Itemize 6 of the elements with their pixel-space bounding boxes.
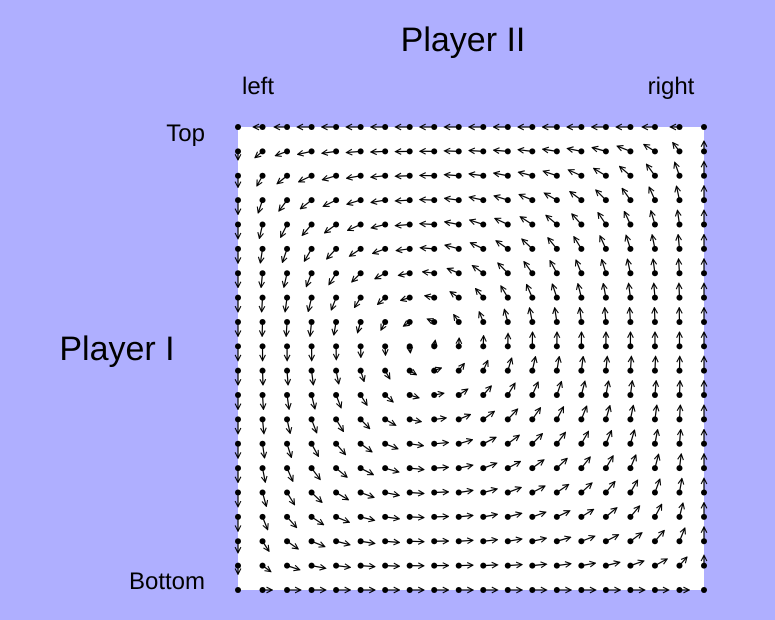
axis-title: Player II (400, 23, 526, 57)
column-label: right (648, 75, 694, 99)
row-label: Top (166, 122, 205, 146)
row-label: Bottom (128, 570, 205, 594)
axis-title: Player I (59, 332, 175, 366)
column-label: left (242, 75, 274, 99)
